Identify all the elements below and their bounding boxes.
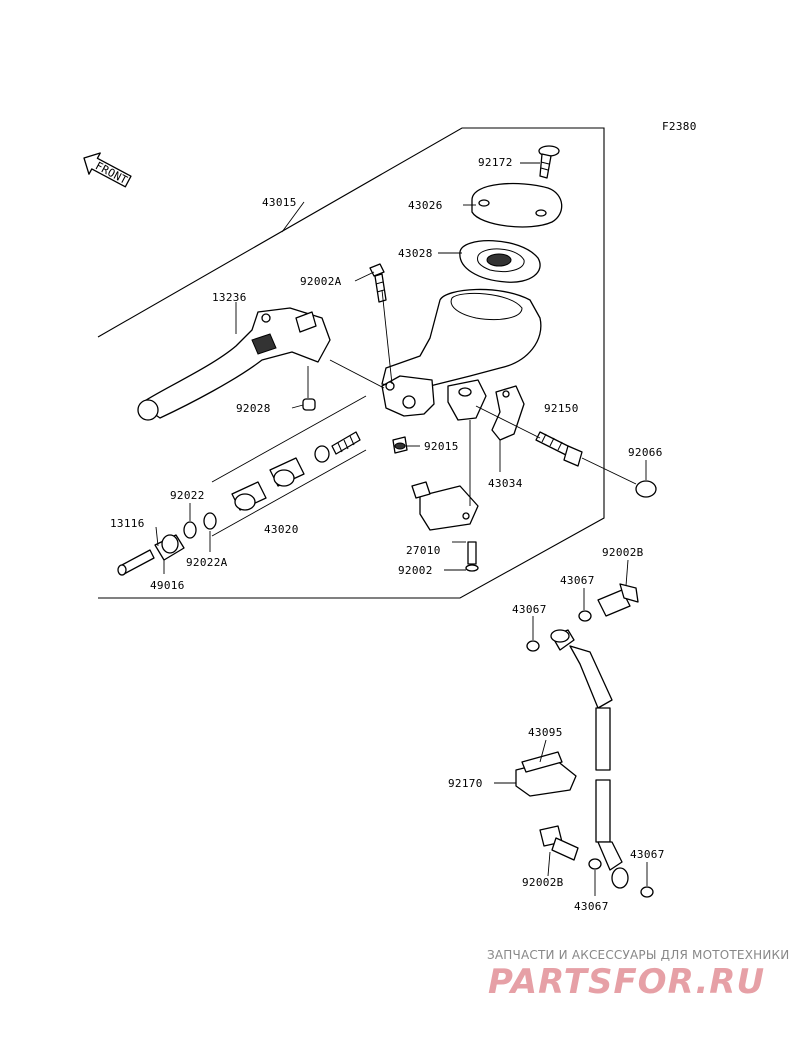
label-43067-a: 43067 xyxy=(560,574,595,587)
label-43020: 43020 xyxy=(264,523,299,536)
label-13116: 13116 xyxy=(110,517,145,530)
watermark-caption: ЗАПЧАСТИ И АКСЕССУАРЫ ДЛЯ МОТОТЕХНИКИ xyxy=(487,948,790,962)
screw-92172-icon xyxy=(538,145,560,179)
hose-clamp-92170-icon xyxy=(515,751,577,797)
brake-hose-43095-icon xyxy=(550,629,629,889)
brake-lever-13236-icon xyxy=(137,307,331,421)
label-92015: 92015 xyxy=(424,440,459,453)
label-92002b-top: 92002B xyxy=(602,546,644,559)
washer-43067-b-icon xyxy=(526,640,540,652)
bushing-92028-icon xyxy=(302,398,316,411)
label-92022a: 92022A xyxy=(186,556,228,569)
label-92170: 92170 xyxy=(448,777,483,790)
figure-code: F2380 xyxy=(662,120,697,133)
label-92150: 92150 xyxy=(544,402,579,415)
front-label: FRONT xyxy=(93,159,130,187)
master-cylinder-body-icon xyxy=(381,288,542,421)
label-92172: 92172 xyxy=(478,156,513,169)
screw-92002a-icon xyxy=(369,263,387,303)
washer-43067-d-icon xyxy=(640,886,654,898)
label-92002: 92002 xyxy=(398,564,433,577)
label-27010: 27010 xyxy=(406,544,441,557)
washer-43067-c-icon xyxy=(588,858,602,870)
label-13236: 13236 xyxy=(212,291,247,304)
switch-92015-icon xyxy=(392,436,408,454)
assembly-frame xyxy=(97,127,605,599)
piston-kit-43020-icon xyxy=(231,431,361,511)
joint-49016-icon xyxy=(154,534,185,561)
label-92002a-top: 92002A xyxy=(300,275,342,288)
label-49016: 49016 xyxy=(150,579,185,592)
label-43067-c: 43067 xyxy=(630,848,665,861)
label-43015: 43015 xyxy=(262,196,297,209)
label-43026: 43026 xyxy=(408,199,443,212)
banjo-bolt-92002b-bottom-icon xyxy=(539,825,579,861)
label-43067-d: 43067 xyxy=(574,900,609,913)
label-43067-b: 43067 xyxy=(512,603,547,616)
label-92066: 92066 xyxy=(628,446,663,459)
label-43028: 43028 xyxy=(398,247,433,260)
washer-43067-a-icon xyxy=(578,610,592,622)
screw-92002-icon xyxy=(465,541,479,572)
washer-92022a-icon xyxy=(203,512,217,530)
label-43034: 43034 xyxy=(488,477,523,490)
clamp-43034-icon xyxy=(491,385,525,441)
washer-92022-icon xyxy=(183,521,197,539)
brake-switch-27010-icon xyxy=(411,481,479,531)
reservoir-cap-43026-icon xyxy=(471,182,563,228)
label-92022: 92022 xyxy=(170,489,205,502)
watermark-logo: PARTSFOR.RU xyxy=(488,962,766,1002)
front-arrow-icon: FRONT xyxy=(83,152,132,188)
leader-lines xyxy=(155,162,648,896)
pushrod-13116-icon xyxy=(117,549,155,576)
label-92028: 92028 xyxy=(236,402,271,415)
banjo-bolt-92002b-top-icon xyxy=(597,583,639,617)
cap-92066-icon xyxy=(635,480,657,498)
bolt-92150-icon xyxy=(535,431,583,467)
label-92002b-bottom: 92002B xyxy=(522,876,564,889)
diaphragm-43028-icon xyxy=(459,240,541,283)
label-43095: 43095 xyxy=(528,726,563,739)
